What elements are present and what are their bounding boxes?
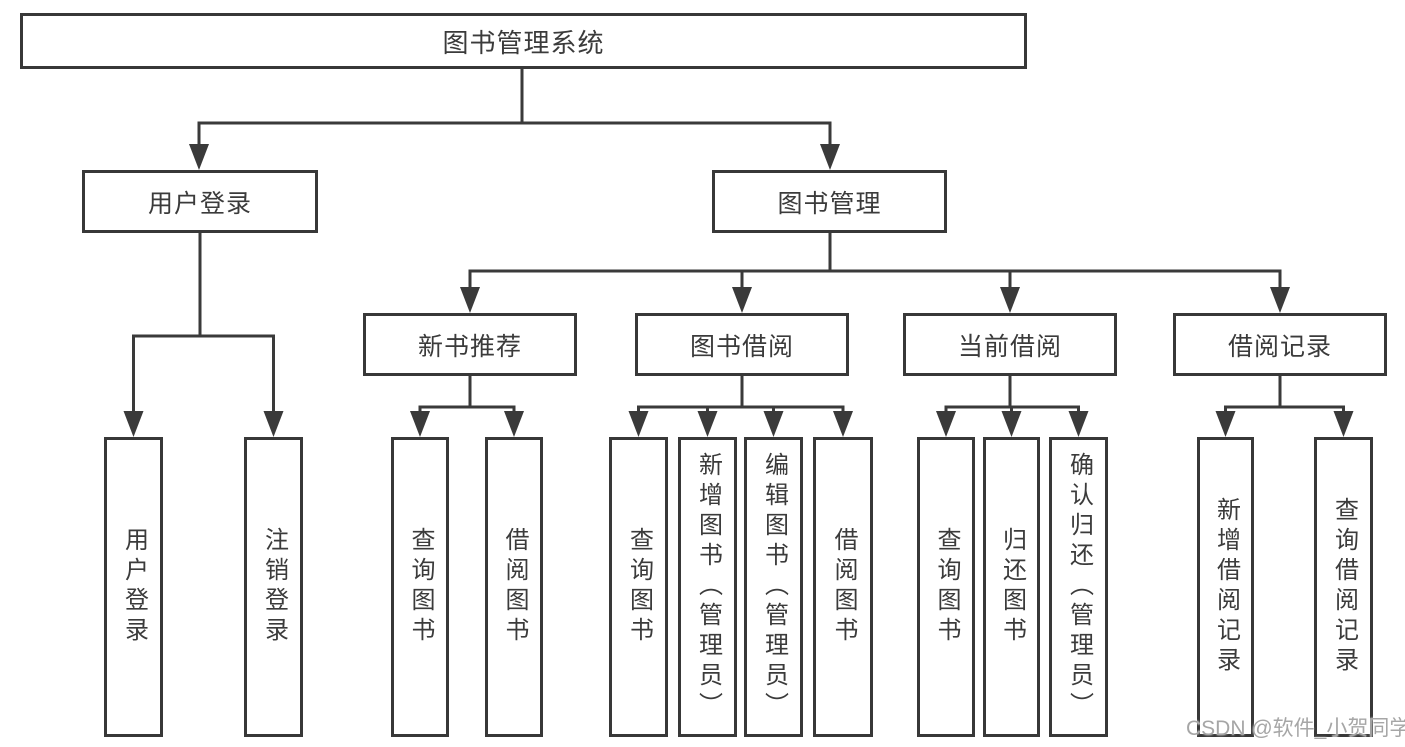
edge-borrow-records-children	[1224, 376, 1345, 413]
node-query-books-current: 查询图书	[917, 437, 975, 737]
node-label: 当前借阅	[957, 332, 1062, 361]
node-book-management: 图书管理	[712, 170, 947, 233]
node-new-book-recommendation: 新书推荐	[363, 313, 577, 376]
node-library-management-system: 图书管理系统	[20, 13, 1027, 69]
node-label: 新书推荐	[417, 332, 522, 361]
node-label: 查询图书	[933, 527, 960, 647]
node-query-books-borrowing: 查询图书	[609, 437, 668, 737]
node-add-book-admin: 新增图书（管理员）	[678, 437, 737, 737]
node-label: 查询图书	[407, 527, 434, 647]
node-label: 新增借阅记录	[1212, 497, 1240, 677]
node-label: 确认归还（管理员）	[1065, 452, 1093, 722]
node-borrowing-records: 借阅记录	[1173, 313, 1387, 376]
node-label: 借阅图书	[501, 527, 528, 647]
edge-book-borrow-children	[637, 376, 845, 413]
node-query-books-recommend: 查询图书	[391, 437, 449, 737]
node-borrow-books-borrowing: 借阅图书	[813, 437, 873, 737]
node-book-borrowing: 图书借阅	[635, 313, 849, 376]
node-logout: 注销登录	[244, 437, 303, 737]
node-label: 图书管理系统	[442, 27, 605, 58]
edge-book-management-children	[468, 233, 1282, 289]
node-label: 借阅图书	[830, 527, 857, 647]
node-query-borrow-record: 查询借阅记录	[1314, 437, 1373, 737]
edge-current-borrow-children	[944, 376, 1080, 413]
edge-user-login-children	[132, 233, 275, 413]
node-label: 注销登录	[260, 527, 288, 647]
node-label: 新增图书（管理员）	[694, 452, 722, 722]
node-label: 用户登录	[147, 189, 252, 218]
edge-new-book-children	[418, 376, 516, 413]
node-add-borrow-record: 新增借阅记录	[1197, 437, 1254, 737]
node-confirm-return-admin: 确认归还（管理员）	[1049, 437, 1108, 737]
node-label: 图书借阅	[689, 332, 794, 361]
node-label: 借阅记录	[1227, 332, 1332, 361]
node-return-books: 归还图书	[983, 437, 1040, 737]
node-label: 图书管理	[777, 189, 882, 218]
node-current-borrowing: 当前借阅	[903, 313, 1117, 376]
node-user-login-leaf: 用户登录	[104, 437, 163, 737]
node-label: 查询图书	[625, 527, 653, 647]
watermark: CSDN @软件_小贺同学	[1186, 717, 1405, 740]
node-user-login: 用户登录	[82, 170, 318, 233]
node-label: 查询借阅记录	[1330, 497, 1358, 677]
node-edit-book-admin: 编辑图书（管理员）	[744, 437, 803, 737]
edge-root-to-level2	[197, 69, 832, 146]
node-label: 编辑图书（管理员）	[760, 452, 788, 722]
node-label: 归还图书	[998, 527, 1026, 647]
node-borrow-books-recommend: 借阅图书	[485, 437, 543, 737]
node-label: 用户登录	[120, 527, 148, 647]
